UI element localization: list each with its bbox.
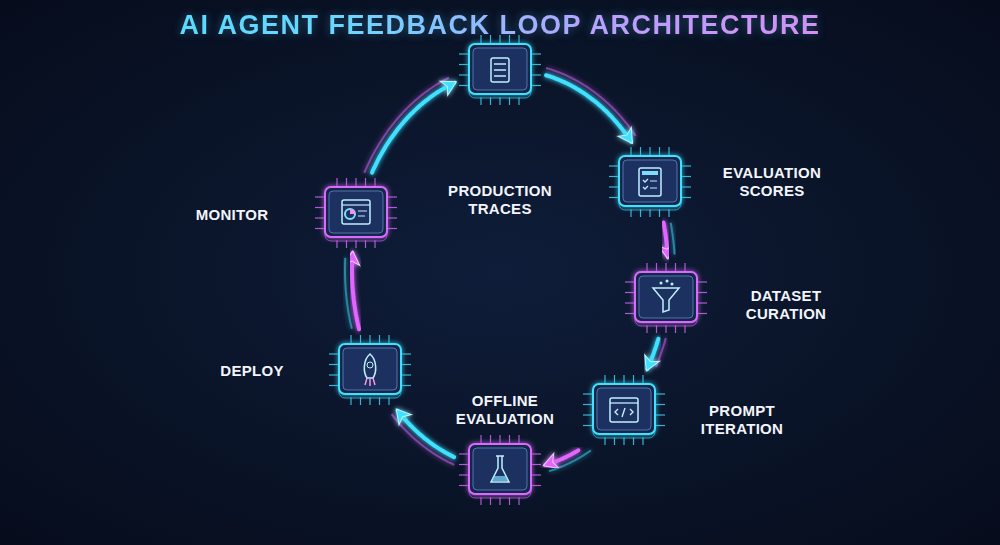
chip-icon: [313, 175, 399, 251]
loop-arrow: [352, 253, 359, 329]
node-label: OFFLINE EVALUATION: [456, 392, 554, 428]
loop-arrow: [546, 75, 631, 142]
glow-strand: [671, 223, 675, 255]
process-chip: MONITOR: [325, 187, 387, 239]
node-label: DATASET CURATION: [746, 287, 826, 323]
process-chip: PROMPT ITERATION: [593, 384, 655, 436]
process-chip: EVALUATION SCORES: [619, 156, 681, 208]
chip-icon: [607, 144, 693, 220]
loop-arrow: [664, 222, 668, 257]
process-chip: DATASET CURATION: [635, 272, 697, 324]
loop-arrow: [545, 450, 578, 465]
node-label: EVALUATION SCORES: [723, 164, 821, 200]
node-label: PRODUCTION TRACES: [448, 182, 552, 218]
chip-icon: [457, 432, 543, 508]
chip-icon: [327, 332, 413, 408]
process-chip: OFFLINE EVALUATION: [469, 444, 531, 496]
loop-arrow: [372, 83, 455, 173]
loop-arrow: [398, 411, 455, 458]
loop-arrow: [647, 339, 658, 369]
chip-icon: [457, 32, 543, 108]
chip-icon: [581, 372, 667, 448]
chip-icon: [623, 260, 709, 336]
node-label: MONITOR: [196, 206, 269, 224]
process-chip: PRODUCTION TRACES: [469, 44, 531, 96]
node-label: DEPLOY: [220, 362, 283, 380]
node-label: PROMPT ITERATION: [701, 402, 783, 438]
process-chip: DEPLOY: [339, 344, 401, 396]
